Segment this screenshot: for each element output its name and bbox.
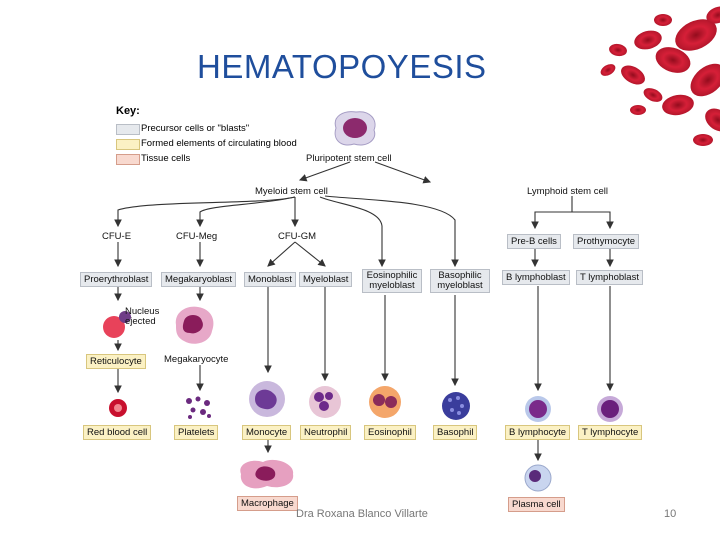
basophil-icon — [442, 392, 470, 420]
prothymocyte-label: Prothymocyte — [573, 234, 640, 249]
platelets-label: Platelets — [174, 425, 219, 440]
monoblast-label: Monoblast — [244, 272, 296, 287]
megakaryocyte-cell-icon — [175, 306, 214, 344]
b-lymphoblast-label: B lymphoblast — [502, 270, 570, 285]
cfu-gm-label: CFU-GM — [278, 231, 316, 242]
proerythroblast-label: Proerythroblast — [80, 272, 153, 287]
cfu-meg-label: CFU-Meg — [176, 231, 218, 242]
b-lymphocyte-label: B lymphocyte — [505, 425, 571, 440]
plasma-cell-icon — [524, 464, 552, 492]
reticulocyte-label: Reticulocyte — [86, 354, 146, 369]
eosinophil-icon — [369, 386, 401, 418]
key-swatch-blasts — [116, 124, 140, 135]
neutrophil-label: Neutrophil — [300, 425, 352, 440]
t-lymphocyte-label: T lymphocyte — [578, 425, 643, 440]
footer-author: Dra Roxana Blanco Villarte — [296, 508, 428, 520]
pluripotent-stem-cell-label: Pluripotent stem cell — [306, 153, 392, 164]
key-swatch-formed — [116, 139, 140, 150]
megakaryocyte-label: Megakaryocyte — [164, 354, 229, 365]
lymphoid-stem-cell-label: Lymphoid stem cell — [527, 186, 608, 197]
plasma-cell-label: Plasma cell — [508, 497, 565, 512]
red-blood-cells-image — [600, 6, 720, 146]
myeloid-stem-cell-label: Myeloid stem cell — [255, 186, 328, 197]
key-swatch-tissue — [116, 154, 140, 165]
neutrophil-icon — [309, 386, 341, 418]
red-blood-cell-icon — [109, 399, 127, 417]
t-lymphocyte-icon — [597, 396, 623, 422]
key-label-tissue: Tissue cells — [141, 153, 191, 164]
t-lymphoblast-label: T lymphoblast — [576, 270, 643, 285]
key-heading: Key: — [116, 105, 140, 117]
key-label-blasts: Precursor cells or "blasts" — [141, 123, 250, 134]
platelets-icon — [186, 396, 211, 419]
myeloblast-label: Myeloblast — [299, 272, 353, 287]
page-title: HEMATOPOYESIS — [197, 48, 487, 85]
pre-b-cells-label: Pre-B cells — [507, 234, 561, 249]
cfu-e-label: CFU-E — [102, 231, 132, 242]
basophil-label: Basophil — [433, 425, 478, 440]
pluripotent-stem-cell-icon — [334, 111, 376, 146]
megakaryoblast-label: Megakaryoblast — [161, 272, 237, 287]
macrophage-icon — [240, 459, 294, 489]
eosinophil-label: Eosinophil — [364, 425, 416, 440]
monocyte-label: Monocyte — [242, 425, 292, 440]
eosinophilic-myeloblast-label: Eosinophilic myeloblast — [362, 269, 422, 293]
red-blood-cell-label: Red blood cell — [83, 425, 152, 440]
basophilic-myeloblast-label: Basophilic myeloblast — [430, 269, 490, 293]
monocyte-icon — [249, 381, 285, 417]
page-number: 10 — [664, 508, 677, 520]
nucleus-ejected-label: Nucleus ejected — [125, 306, 160, 327]
b-lymphocyte-icon — [525, 396, 551, 422]
key-label-formed: Formed elements of circulating blood — [141, 138, 297, 149]
nucleus-ejected-cell-icon — [103, 311, 131, 338]
macrophage-label: Macrophage — [237, 496, 298, 511]
